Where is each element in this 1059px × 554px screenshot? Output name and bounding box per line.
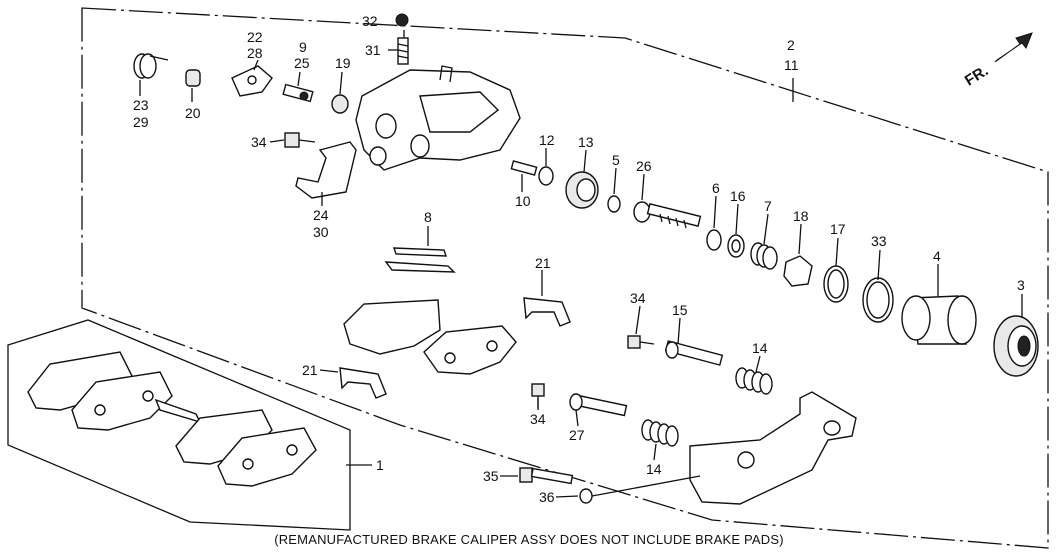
callout-32: 32 (362, 13, 378, 29)
callout-16: 16 (730, 188, 746, 204)
part-caliper-bracket (689, 391, 857, 505)
callout-19: 19 (335, 55, 351, 71)
part-lever-13 (565, 171, 599, 209)
part-bleeder-31 (397, 37, 409, 65)
part-guide-pin-15 (664, 340, 724, 366)
part-spring-7 (750, 242, 778, 270)
part-retainer-21-lower (339, 367, 387, 399)
callout-36: 36 (539, 489, 555, 505)
front-direction-arrow: FR. (962, 32, 1033, 89)
callout-28: 28 (247, 45, 263, 61)
callout-13: 13 (578, 134, 594, 150)
part-washer-16 (727, 234, 745, 258)
part-seal-33 (862, 277, 894, 323)
callout-20: 20 (185, 105, 201, 121)
callout-34-mid: 34 (630, 290, 646, 306)
callout-1: 1 (376, 457, 384, 473)
part-boot-3 (993, 315, 1039, 377)
callout-33: 33 (871, 233, 887, 249)
part-pad-set-1 (27, 351, 317, 487)
caliper-assembly-boundary (81, 7, 1049, 549)
part-bolt-35 (519, 467, 574, 485)
callout-26: 26 (636, 158, 652, 174)
callout-14-upper: 14 (752, 340, 768, 356)
part-nut-6 (706, 229, 722, 251)
callout-15: 15 (672, 302, 688, 318)
part-bolt-34-top (284, 132, 316, 148)
callout-34-top: 34 (251, 134, 267, 150)
callout-17: 17 (830, 221, 846, 237)
part-pad-inner-right (423, 325, 517, 375)
part-bolt-34-mid (627, 335, 655, 349)
callout-31: 31 (365, 42, 381, 58)
callout-24: 24 (313, 207, 329, 223)
part-pin-10 (510, 160, 538, 176)
callout-14-lower: 14 (646, 461, 662, 477)
callout-11: 11 (784, 57, 799, 73)
callout-22: 22 (247, 29, 263, 45)
brake-pad-set-boundary (7, 319, 351, 531)
part-boot-14-lower (641, 419, 679, 447)
part-washer-36 (579, 488, 593, 504)
part-bracket-22 (231, 65, 273, 97)
callout-4: 4 (933, 248, 941, 264)
part-caliper-body (355, 65, 521, 171)
front-direction-label: FR. (962, 62, 992, 89)
callout-18: 18 (793, 208, 809, 224)
part-circlip-17 (823, 265, 849, 303)
callout-21-lower: 21 (302, 362, 318, 378)
part-piston-4 (901, 295, 977, 345)
callout-3: 3 (1017, 277, 1025, 293)
part-bracket-24 (295, 141, 357, 199)
callout-35: 35 (483, 468, 499, 484)
callout-8: 8 (424, 209, 432, 225)
part-boot-14-upper (735, 367, 773, 395)
callout-25: 25 (294, 55, 310, 71)
callout-12: 12 (539, 132, 555, 148)
part-spring-23 (133, 53, 169, 79)
part-retainer-21-upper (523, 297, 571, 327)
part-pad-inner-left (343, 299, 441, 355)
callout-30: 30 (313, 224, 329, 240)
callout-34-lower: 34 (530, 411, 546, 427)
diagram-caption: (REMANUFACTURED BRAKE CALIPER ASSY DOES … (274, 532, 784, 547)
part-pin-9 (282, 83, 314, 103)
part-cover-18 (783, 255, 813, 287)
callout-29: 29 (133, 114, 149, 130)
part-nut-20 (185, 69, 201, 87)
callout-10: 10 (515, 193, 531, 209)
part-guide-pin-27 (569, 393, 628, 417)
leader-lines (139, 30, 1023, 498)
part-ring-12 (538, 166, 554, 186)
part-ring-5 (607, 195, 621, 213)
callout-27: 27 (569, 427, 585, 443)
part-shim-8 (384, 247, 456, 273)
part-cap-19 (331, 94, 349, 114)
callout-6: 6 (712, 180, 720, 196)
part-bleeder-cap-32 (395, 13, 409, 27)
callout-5: 5 (612, 152, 620, 168)
callout-9: 9 (299, 39, 307, 55)
callout-2: 2 (787, 37, 795, 53)
callout-21-upper: 21 (535, 255, 551, 271)
callout-23: 23 (133, 97, 149, 113)
part-shaft-26 (633, 201, 702, 229)
callouts: 2 11 3 4 33 17 18 7 16 6 26 5 13 12 10 8… (133, 13, 1025, 505)
callout-7: 7 (764, 198, 772, 214)
